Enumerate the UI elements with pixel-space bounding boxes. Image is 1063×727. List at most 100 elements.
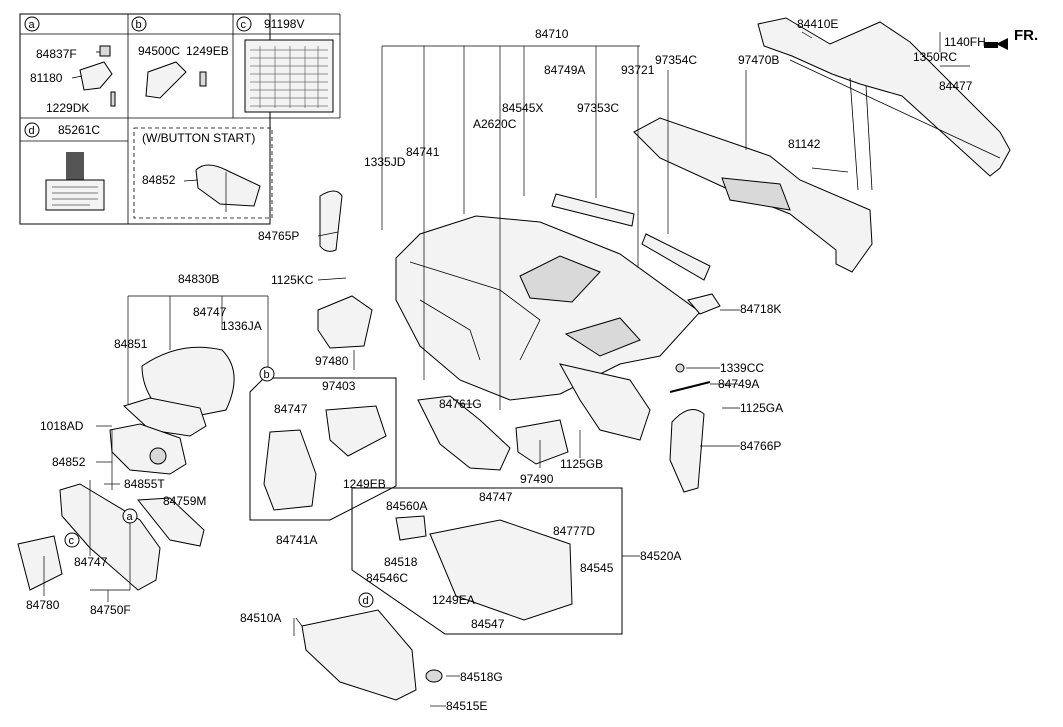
bracket-part [79,61,113,91]
label-tab [66,152,84,182]
part-label: 84749A [544,63,585,77]
button-module-part [145,61,187,99]
side-garnish [641,233,711,281]
callout-a: a [127,511,134,523]
part-label: 84510A [240,611,281,625]
side-vent [317,295,373,349]
part-label: 84515E [446,699,487,713]
cluster-hood [123,346,235,437]
part-label: 93721 [621,63,655,77]
part-label: 1125GA [740,401,783,415]
part-label: 1125KC [271,273,314,287]
button-start-title: (W/BUTTON START) [142,131,255,145]
part-label: 84830B [178,272,219,286]
part-label: 84855T [124,477,165,491]
clip-1339cc [675,363,685,373]
pad-underside [559,363,651,441]
part-label: 84851 [114,337,148,351]
bracket-84718k [687,293,721,315]
part-label: 84766P [740,439,781,453]
inset-b-part-1: 94500C [138,44,180,58]
air-duct [633,117,873,273]
part-label: 84750F [90,603,131,617]
button-start-frame [133,127,273,219]
part-label: 84410E [797,17,838,31]
part-label: 1350RC [913,50,957,64]
shroud-part [195,164,261,207]
part-label: 84777D [553,524,595,538]
part-label: 97353C [577,101,619,115]
part-label: 84545 [580,561,614,575]
center-support [417,395,511,471]
inset-c-letter: c [241,19,247,31]
side-cover-right [669,409,705,493]
glove-box-group [351,487,623,635]
part-label: 1249EA [432,593,475,607]
part-label: 84718K [740,302,781,316]
part-labels: 84710 84749A 93721 97354C 97470B 84410E … [26,17,986,713]
part-label: 84477 [939,79,973,93]
center-vent [515,419,569,465]
front-direction-marker: FR. [984,27,1038,50]
part-label: A2620C [473,117,517,131]
callout-b: b [264,369,270,381]
inset-box-b: b 94500C 1249EB [131,16,229,99]
screw-part [199,71,207,87]
inset-button-start: (W/BUTTON START) 84852 [133,127,273,219]
crash-pad [395,215,701,401]
part-label: 84747 [193,305,227,319]
part-label: 84520A [640,549,681,563]
part-label: 84747 [74,555,108,569]
part-label: 84547 [471,617,505,631]
part-label: 84741A [276,533,317,547]
part-label: 84747 [479,490,513,504]
part-label: 81142 [788,137,821,151]
inset-d-part: 85261C [58,123,100,137]
part-label: 97403 [322,379,356,393]
part-label: 1125GB [560,457,603,471]
callout-d: d [363,595,369,607]
label-grid [250,46,328,108]
glove-box-door [301,609,443,701]
part-label: 1140FH [944,35,986,49]
inset-c-part: 91198V [264,17,304,31]
part-label: 84852 [52,455,86,469]
part-label: 97490 [520,472,554,486]
inset-box-a: a 84837F 81180 1229DK [24,16,116,115]
defroster-garnish [551,193,635,227]
fascia-frame [249,377,397,521]
part-label: 97480 [315,354,349,368]
column-shroud [109,423,187,475]
part-label: 97354C [655,53,697,67]
part-label: 1018AD [40,419,84,433]
part-label: 84741 [406,145,440,159]
part-label: 84518G [460,670,503,684]
part-label: 84710 [535,27,569,41]
inset-box-c: c 91198V [236,16,334,113]
part-label: 84765P [258,229,299,243]
part-label: 84545X [502,101,543,115]
part-label: 84759M [163,494,206,508]
screw-part [110,91,116,107]
part-label: 84761G [439,397,482,411]
part-label: 1336JA [221,319,262,333]
leader-lines [43,31,970,707]
center-fascia-group [249,377,397,521]
part-label: 84518 [384,555,418,569]
inset-a-part-3: 1229DK [46,101,89,115]
part-label: 84546C [366,571,408,585]
knee-bolster [137,497,205,547]
part-label: 97470B [738,53,779,67]
inset-box-d: d 85261C [24,122,105,211]
inset-a-part-1: 84837F [36,47,77,61]
part-label: 84747 [274,402,308,416]
clip-part [99,45,111,57]
part-label: 84780 [26,598,60,612]
part-label: 1335JD [364,155,406,169]
button-start-part: 84852 [142,173,176,187]
glove-box-frame [351,487,623,635]
inset-a-letter: a [29,19,36,31]
inset-grid [19,13,341,225]
inset-grid-frame [19,13,271,225]
